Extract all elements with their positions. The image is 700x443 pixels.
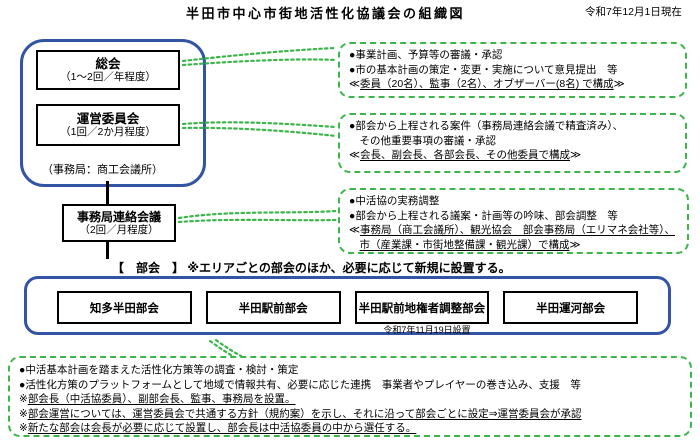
council-group-container	[20, 39, 206, 187]
connector-bukai-bubble-right	[214, 338, 243, 358]
bukai-box: 半田駅前部会	[205, 291, 341, 324]
bubble-line: その他重要事項の審議・承認	[349, 134, 676, 149]
soukai-notes-bubble: ●事業計画、予算等の審議・承認●市の基本計画の策定・変更・実施について意見提出 …	[338, 42, 687, 98]
bubble-line: ※新たな部会は会長が必要に応じて設置し、部会長は中活協委員の中から選任する。	[19, 421, 681, 436]
bullet-marker: ●	[349, 195, 356, 207]
bubble-text: 部会長（中活協委員）、副部会長、監事、事務局を設置。	[27, 393, 296, 406]
page-title: 半田市中心市街地活性化協議会の組織図	[186, 6, 466, 21]
connector-bukai-bubble-left	[208, 339, 236, 359]
jimu-frequency: （2回／月程度）	[79, 223, 159, 236]
bubble-line: ●中活協の実務調整	[349, 194, 678, 209]
jimu-name: 事務局連絡会議	[76, 209, 161, 224]
bubble-text: 中活協の実務調整	[355, 195, 440, 207]
bukai-box: 半田駅前地権者調整部会	[354, 291, 490, 324]
bukai-box-label: 知多半田部会	[89, 302, 159, 315]
unei-notes-bubble: ●部会から上程される案件（事務局連絡会議で精査済み）、 その他重要事項の審議・承…	[338, 113, 687, 173]
bubble-text: 部会運営については、運営委員会で共通する方針（規約案）を示し、それに沿って部会ご…	[27, 407, 582, 420]
bullet-marker: ※	[19, 422, 28, 435]
bullet-marker: ●	[349, 63, 356, 76]
bukai-box-label: 半田駅前部会	[238, 302, 308, 315]
bullet-marker: ●	[349, 120, 356, 132]
bubble-line: ≪会長、副会長、各部会長、その他委員で構成≫	[349, 148, 676, 163]
bubble-line: ※部会長（中活協委員）、副部会長、監事、事務局を設置。	[19, 392, 681, 407]
bubble-text-suffix: ≫	[569, 238, 581, 251]
bubble-text: 部会から上程される案件（事務局連絡会議で精査済み）、	[355, 120, 624, 132]
jimu-notes-bubble: ●中活協の実務調整●部会から上程される議案・計画等の吟味、部会調整 等≪事務局（…	[338, 188, 689, 254]
bullet-marker: ※	[19, 393, 28, 406]
bukai-section-heading: 【 部会 】 ※エリアごとの部会のほか、必要に応じて新規に設置する。	[112, 261, 511, 275]
bubble-text: 中活基本計画を踏まえた活性化方策等の調査・検討・策定	[25, 364, 299, 376]
bubble-text-suffix: ≫	[570, 149, 581, 162]
jimu-renraku-kaigi-box: 事務局連絡会議 （2回／月程度）	[62, 204, 176, 242]
bubble-line: ●活性化方策のプラットフォームとして地域で情報共有、必要に応じた連携 事業者やプ…	[19, 378, 681, 393]
bubble-line: ≪委員（20名）、監事（2名）、オブザーバー(8名) で構成≫	[349, 77, 676, 92]
bullet-marker: ●	[349, 209, 356, 222]
bubble-line: ●市の基本計画の策定・変更・実施について意見提出 等	[349, 63, 676, 78]
bullet-marker: ●	[19, 364, 26, 376]
unei-frequency: （1回／2か月程度）	[60, 125, 156, 138]
bubble-text: 会長、副会長、各部会長、その他委員で構成	[360, 149, 570, 162]
bubble-line: 市（産業課・市街地整備課・観光課）で構成≫	[349, 238, 678, 253]
bukai-group-container: 知多半田部会 半田駅前部会 半田駅前地権者調整部会 半田運河部会	[24, 276, 671, 335]
bukai-box: 半田運河部会	[503, 291, 638, 324]
bullet-marker	[349, 135, 360, 147]
bubble-line: ●事業計画、予算等の審議・承認	[349, 48, 676, 63]
bubble-text: 部会から上程される議案・計画等の吟味、部会調整 等	[355, 209, 618, 222]
bullet-marker: ●	[349, 49, 356, 61]
connector-jimu-bubble-upper	[177, 209, 338, 220]
soukai-name: 総会	[95, 56, 121, 71]
connector-line-jimu-to-bukai	[106, 242, 109, 259]
bullet-marker: ≪	[349, 78, 360, 91]
bukai-box-label: 半田運河部会	[536, 302, 606, 315]
bubble-text: その他重要事項の審議・承認	[359, 134, 497, 147]
bubble-line: ≪事務局（商工会議所）、観光協会 部会事務局（エリマネ会社等）、	[349, 223, 678, 238]
connector-line-council-to-jimu	[106, 181, 109, 204]
secretariat-note: （事務局：商工会議所）	[42, 164, 163, 176]
date-stamp: 令和7年12月1日現在	[585, 6, 682, 18]
unei-name: 運営委員会	[76, 111, 140, 126]
bubble-text: 新たな部会は会長が必要に応じて設置し、部会長は中活協委員の中から選任する。	[27, 422, 417, 435]
bullet-marker	[349, 239, 360, 251]
bukai-notes-bubble: ●中活基本計画を踏まえた活性化方策等の調査・検討・策定●活性化方策のプラットフォ…	[8, 356, 692, 437]
bubble-line: ※部会運営については、運営委員会で共通する方針（規約案）を示し、それに沿って部会…	[19, 407, 681, 422]
bullet-marker: ≪	[349, 149, 360, 162]
bukai-box: 知多半田部会	[57, 291, 192, 324]
connector-soukai-bubble-upper	[181, 46, 338, 63]
bullet-marker: ※	[19, 407, 28, 420]
bubble-text: 活性化方策のプラットフォームとして地域で情報共有、必要に応じた連携 事業者やプレ…	[25, 378, 581, 391]
bubble-line: ●部会から上程される案件（事務局連絡会議で精査済み）、	[349, 119, 676, 134]
bullet-marker: ●	[19, 378, 26, 391]
soukai-box: 総会 （1～2回／年程度）	[36, 50, 180, 90]
bubble-text: 市の基本計画の策定・変更・実施について意見提出 等	[355, 63, 618, 76]
unei-iinkai-box: 運営委員会 （1回／2か月程度）	[36, 104, 180, 146]
soukai-frequency: （1～2回／年程度）	[60, 70, 156, 83]
bullet-marker: ≪	[349, 224, 360, 237]
connector-jimu-bubble-lower	[177, 218, 338, 224]
bukai-box-label: 半田駅前地権者調整部会	[358, 302, 486, 315]
bubble-text: 市（産業課・市街地整備課・観光課）で構成	[359, 238, 570, 251]
bubble-text-suffix: ≫	[613, 78, 625, 91]
bubble-line: ●中活基本計画を踏まえた活性化方策等の調査・検討・策定	[19, 363, 681, 378]
bubble-text: 事業計画、予算等の審議・承認	[355, 49, 503, 61]
bukai-establish-caption: 令和7年11月19日設置	[383, 325, 471, 335]
bubble-text: 委員（20名）、監事（2名）、オブザーバー(8名) で構成	[360, 78, 614, 91]
bubble-line: ●部会から上程される議案・計画等の吟味、部会調整 等	[349, 209, 678, 224]
bubble-text: 事務局（商工会議所）、観光協会 部会事務局（エリマネ会社等）、	[360, 224, 675, 237]
